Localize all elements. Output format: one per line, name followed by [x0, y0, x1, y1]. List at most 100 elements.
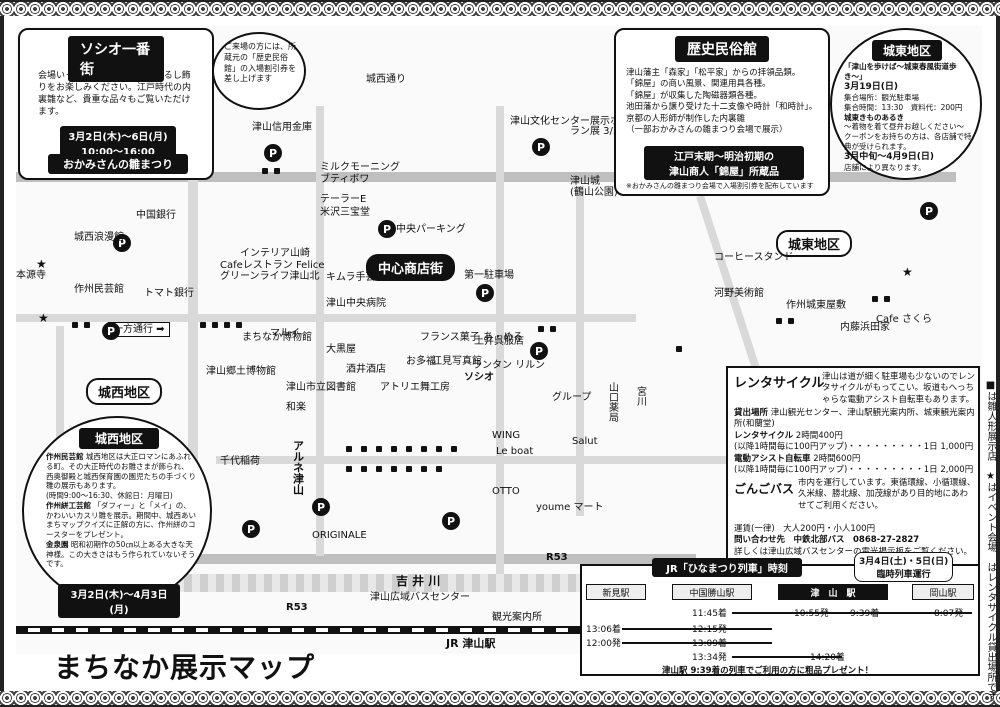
exhibit-shop-marker — [436, 446, 442, 452]
place-label: インテリア山崎 — [240, 248, 310, 259]
exhibit-shop-marker — [236, 322, 242, 328]
place-label: 宮川 — [634, 386, 646, 406]
parking-icon: P — [113, 234, 131, 252]
exhibit-shop-marker — [406, 446, 412, 452]
parking-icon: P — [312, 498, 330, 516]
bus-body: 市内を運行しています。東循環線、小循環線、久米線、勝北線、加茂線があり目的地にあ… — [798, 478, 976, 511]
exhibit-shop-marker — [538, 326, 544, 332]
parking-icon: P — [264, 144, 282, 162]
road-north-south-2 — [316, 106, 324, 556]
place-label: 米沢三宝堂 — [320, 207, 370, 218]
place-label: グループ — [552, 392, 592, 403]
parking-icon: P — [476, 284, 494, 302]
place-label: ランタン リルン — [472, 360, 545, 371]
place-label: ミルクモーニング — [320, 162, 400, 173]
discount-notice-text: ご来場の方には、所蔵元の「歴史民俗館」の入場割引券を差し上げます — [224, 42, 296, 84]
timetable-header: JR「ひなまつり列車」時刻 — [652, 558, 802, 577]
floral-border-top — [0, 2, 1000, 16]
time: 14:20着 — [810, 653, 845, 663]
place-label: 城西浪漫館 — [74, 232, 124, 243]
josei-event-circle: 城西地区 作州民芸館 城西地区は大正ロマンにあふれる町。その大正時代のお雛さまが… — [22, 416, 212, 618]
bus-title: ごんごバス — [734, 482, 795, 496]
rental-cycle-box: レンタサイクル 津山は道が細く駐車場も少ないのでレンタサイクルがもってこい。坂道… — [726, 366, 980, 566]
rekishi-museum-box: 歴史民俗館 津山藩主「森家」「松平家」からの拝領品類。 「錦屋」の商い風景、関連… — [614, 28, 830, 196]
place-label: アトリエ舞工房 — [380, 382, 450, 393]
place-label: WING — [492, 430, 521, 441]
parking-icon: P — [530, 342, 548, 360]
place-label: 津山郷土博物館 — [206, 366, 276, 377]
event-star: ★ — [36, 257, 47, 271]
exhibit-shop-marker — [391, 466, 397, 472]
place-label: Cafeレストラン Felice — [220, 260, 325, 271]
parking-icon: P — [920, 202, 938, 220]
place-label: ソシオ — [464, 372, 494, 383]
route-line — [732, 656, 842, 658]
time: 13:09着 — [692, 639, 727, 649]
exhibit-shop-marker — [346, 446, 352, 452]
exhibit-shop-marker — [262, 168, 268, 174]
road-east-west-1 — [16, 314, 636, 322]
exhibit-shop-marker — [376, 466, 382, 472]
label-tsuyama-castle: 津山城 (鶴山公園) — [570, 176, 618, 198]
place-label: フランス菓子 あ・める — [420, 332, 523, 343]
time: 13:06着 — [586, 625, 621, 635]
exhibit-shop-marker — [406, 466, 412, 472]
place-label: ラン展 3/3〜5 — [570, 126, 636, 137]
parking-icon: P — [378, 220, 396, 238]
place-label: コーヒースタンド — [714, 252, 794, 263]
timetable-footer: 津山駅 9:39着の列車でご利用の方に粗品プレゼント！ — [662, 666, 874, 676]
exhibit-shop-marker — [376, 446, 382, 452]
station-niimi: 新見駅 — [586, 584, 646, 600]
one-way-sign: 一方通行 ➡ — [108, 322, 170, 337]
timetable-date-badge: 3月4日(土)・5日(日)臨時列車運行 — [854, 552, 954, 582]
exhibit-shop-marker — [884, 296, 890, 302]
exhibit-shop-marker — [421, 446, 427, 452]
place-label: キムラ手芸 — [326, 272, 376, 283]
yoshii-river — [136, 574, 636, 592]
place-label: まちなか博物館 — [242, 332, 312, 343]
place-label-arune: アルネ津山 — [291, 440, 305, 495]
exhibit-shop-marker — [224, 322, 230, 328]
place-label: 山口薬局 — [606, 382, 618, 422]
place-label: 内藤浜田家 — [840, 322, 890, 333]
discount-notice-bubble: ご来場の方には、所蔵元の「歴史民俗館」の入場割引券を差し上げます — [212, 32, 306, 110]
map-title: まちなか展示マップ — [54, 651, 316, 684]
place-label: 第一駐車場 — [464, 270, 514, 281]
floral-border-bottom — [0, 691, 1000, 705]
place-label: 中央パーキング — [396, 224, 466, 235]
rekishi-feature: 江戸末期〜明治初期の津山商人「錦屋」所蔵品 — [644, 146, 804, 180]
exhibit-shop-marker — [776, 318, 782, 324]
place-label: Cafe さくら — [876, 314, 932, 325]
place-label: ブティボワ — [320, 174, 370, 185]
road-east-west-2 — [216, 456, 916, 464]
socio-title: ソシオ一番街 — [68, 36, 164, 82]
rental-details: 貸出場所 津山観光センター、津山駅観光案内所、城東観光案内所(和蘭堂) レンタサ… — [734, 408, 975, 476]
parking-icon: P — [102, 322, 120, 340]
socio-body: 会場いっぱいのお雛さまや、つるし飾りをお楽しみください。江戸時代の内裏雛など、貴… — [38, 71, 192, 118]
place-label: 津山文化センター展示ホール — [510, 116, 640, 127]
exhibit-shop-marker — [84, 322, 90, 328]
exhibit-shop-marker — [676, 346, 682, 352]
place-label: マルイ — [270, 328, 300, 339]
parking-icon: P — [532, 138, 550, 156]
place-label: 本源寺 — [16, 270, 46, 281]
place-label: Le boat — [496, 446, 534, 457]
place-label: トマト銀行 — [144, 288, 194, 299]
label-r53-b: R53 — [286, 602, 308, 613]
place-label: 千代稲荷 — [220, 456, 260, 467]
parking-icon: P — [242, 520, 260, 538]
exhibit-shop-marker — [274, 168, 280, 174]
station-okayama: 岡山駅 — [912, 584, 974, 600]
road-joseidori — [16, 172, 956, 182]
josei-title: 城西地区 — [79, 428, 159, 449]
area-label-chushin: 中心商店街 — [366, 254, 456, 281]
socio-event-name: おかみさんの雛まつり — [48, 154, 188, 174]
place-label: 河野美術館 — [714, 288, 764, 299]
jr-railway — [16, 626, 596, 634]
exhibit-shop-marker — [788, 318, 794, 324]
label-kankou-annaijo: 観光案内所 — [492, 612, 542, 623]
time: 9:39着 — [850, 609, 880, 619]
josei-dates: 3月2日(木)〜4月3日(月) — [58, 584, 180, 618]
exhibit-shop-marker — [451, 446, 457, 452]
event-star: ★ — [902, 265, 913, 279]
